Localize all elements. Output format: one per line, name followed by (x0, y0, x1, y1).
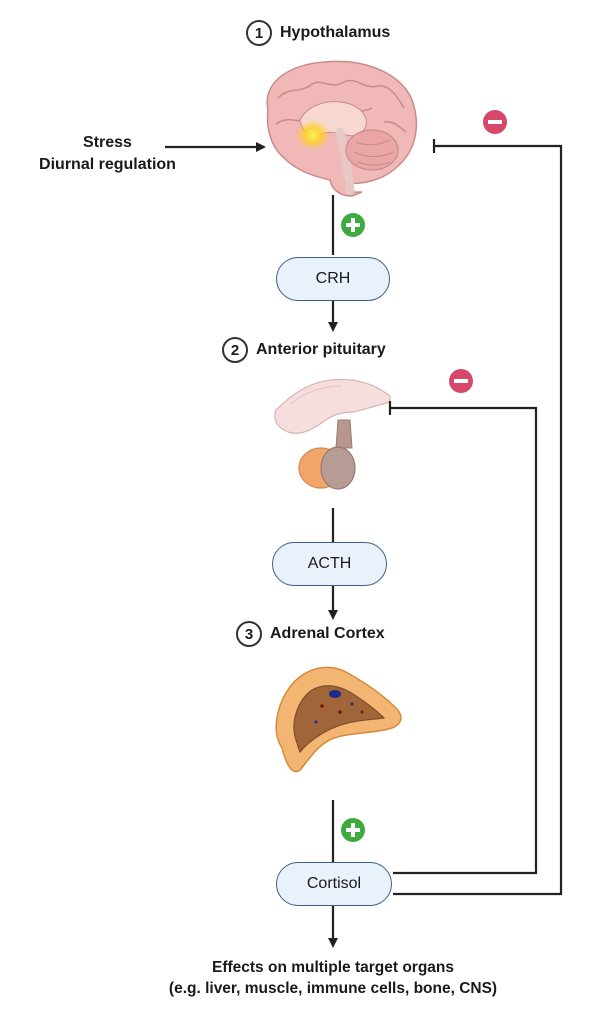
brain-icon (266, 60, 418, 197)
cortisol-node: Cortisol (276, 862, 392, 906)
stress-label: Stress (83, 134, 132, 151)
step-adrenal-cortex: 3 Adrenal Cortex (236, 621, 385, 647)
stress-input-label: Stress Diurnal regulation (20, 132, 195, 176)
step-anterior-pituitary: 2 Anterior pituitary (222, 337, 386, 363)
plus-icon (341, 818, 365, 842)
diurnal-regulation-label: Diurnal regulation (39, 156, 176, 173)
effects-label: Effects on multiple target organs (e.g. … (100, 957, 566, 999)
feedback-line-hypothalamus (393, 144, 563, 896)
crh-node: CRH (276, 257, 390, 301)
step-label: Anterior pituitary (256, 341, 386, 358)
minus-icon (449, 369, 473, 393)
adrenal-icon (275, 666, 402, 773)
effects-line1: Effects on multiple target organs (211, 959, 454, 976)
plus-icon (341, 213, 365, 237)
step-number: 3 (236, 621, 262, 647)
acth-node: ACTH (272, 542, 387, 586)
feedback-line-pituitary (390, 406, 538, 875)
effects-line2: (e.g. liver, muscle, immune cells, bone,… (168, 980, 498, 997)
step-label: Hypothalamus (280, 24, 391, 41)
step-label: Adrenal Cortex (270, 625, 385, 642)
step-hypothalamus: 1 Hypothalamus (246, 20, 390, 46)
step-number: 1 (246, 20, 272, 46)
step-number: 2 (222, 337, 248, 363)
pituitary-icon (274, 378, 391, 490)
minus-icon (483, 110, 507, 134)
